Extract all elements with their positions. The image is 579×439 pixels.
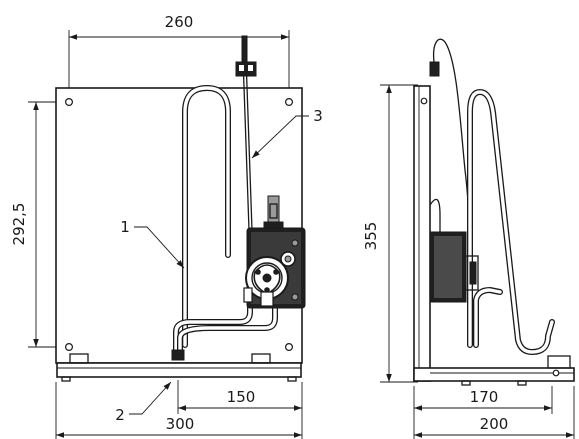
dimension-355: 355 <box>362 84 418 383</box>
callout-2: 2 <box>115 381 172 424</box>
side-connector-icon <box>429 61 440 77</box>
mounting-hole-top-left <box>64 97 73 106</box>
dimension-200: 200 <box>414 415 574 438</box>
side-back-plate <box>413 85 431 382</box>
callout-3-label: 3 <box>313 107 323 125</box>
dim-170-label: 170 <box>470 388 499 406</box>
peristaltic-pump <box>243 227 306 309</box>
cable-connector <box>235 35 257 231</box>
side-base <box>413 355 575 386</box>
dim-355-label: 355 <box>362 222 380 251</box>
side-pump <box>429 198 479 303</box>
side-hole-top <box>420 97 428 105</box>
dimension-292-5: 292,5 <box>10 101 68 348</box>
dimension-300: 300 <box>55 382 302 439</box>
callout-3: 3 <box>251 107 323 159</box>
side-tubing <box>467 89 555 355</box>
dim-300-label: 300 <box>166 415 195 433</box>
dim-292-5-label: 292,5 <box>10 203 28 246</box>
back-plate <box>55 87 303 364</box>
dim-260-label: 260 <box>165 13 194 31</box>
dimension-170: 170 <box>413 386 575 439</box>
front-view: 260 292,5 <box>10 13 323 439</box>
tubing-loop <box>171 85 278 361</box>
mounting-hole-bottom-right <box>285 343 294 352</box>
callout-2-label: 2 <box>115 406 125 424</box>
side-view: 355 <box>362 38 575 439</box>
base-tray <box>56 353 302 382</box>
callout-1: 1 <box>120 218 185 269</box>
dimension-150: 150 <box>177 380 303 439</box>
dimension-260: 260 <box>68 13 290 100</box>
mounting-hole-top-right <box>285 97 294 106</box>
dim-150-label: 150 <box>227 388 256 406</box>
dim-200-label: 200 <box>480 415 509 433</box>
callout-1-label: 1 <box>120 218 130 236</box>
mounting-hole-bottom-left <box>64 343 73 352</box>
